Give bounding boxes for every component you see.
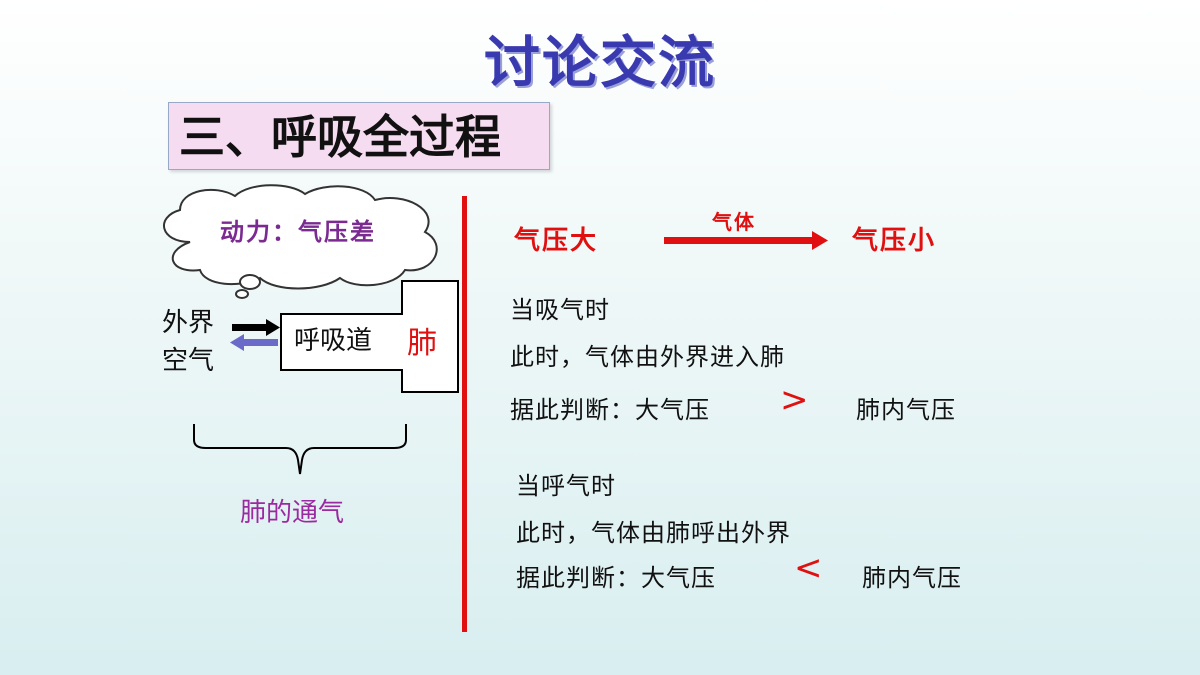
- lung-label: 肺: [407, 326, 437, 361]
- high-pressure-label: 气压大: [514, 226, 599, 256]
- exhale-judgement-suffix: 肺内气压: [862, 564, 962, 592]
- cloud-tail-bubble-2: [235, 289, 249, 299]
- inflow-arrow-icon: [232, 319, 280, 336]
- outflow-arrow-icon: [230, 334, 278, 351]
- inhale-statement: 此时，气体由外界进入肺: [510, 343, 785, 371]
- cloud-label: 动力：气压差: [220, 218, 376, 246]
- pressure-arrow-icon: [664, 231, 828, 250]
- arrow-label: 气体: [712, 210, 756, 234]
- page-title: 讨论交流: [484, 31, 716, 96]
- cloud-tail-bubble-1: [239, 274, 261, 290]
- outside-air-label-line1: 外界: [162, 308, 215, 338]
- vertical-divider: [462, 196, 467, 632]
- inhale-heading: 当吸气时: [510, 296, 610, 324]
- airway-lung-outline: [280, 280, 459, 393]
- inhale-judgement-suffix: 肺内气压: [856, 396, 956, 424]
- exhale-judgement-prefix: 据此判断：大气压: [516, 564, 716, 592]
- inhale-comparator: >: [780, 380, 809, 420]
- low-pressure-label: 气压小: [852, 226, 937, 256]
- air-flow-arrows: [230, 319, 280, 351]
- brace-icon: [193, 424, 407, 475]
- airway-lung-shape: [280, 280, 459, 393]
- outside-air-label-line2: 空气: [162, 346, 215, 376]
- brace-label: 肺的通气: [240, 498, 345, 528]
- exhale-heading: 当呼气时: [516, 472, 616, 500]
- cloud-bubble: [163, 184, 438, 299]
- exhale-comparator: <: [794, 548, 823, 588]
- section-heading: 三、呼吸全过程: [168, 102, 550, 170]
- inhale-judgement-prefix: 据此判断：大气压: [510, 396, 710, 424]
- airway-label: 呼吸道: [294, 326, 373, 356]
- exhale-statement: 此时，气体由肺呼出外界: [516, 519, 791, 547]
